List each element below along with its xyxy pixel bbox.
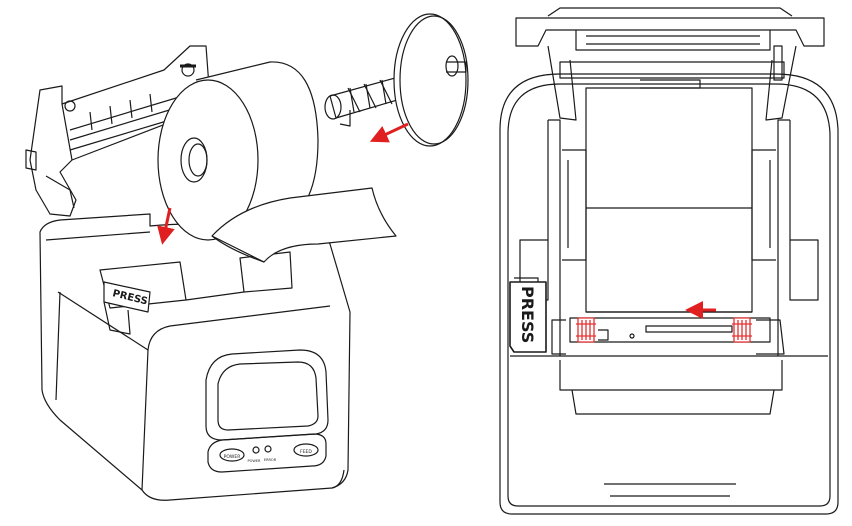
left-figure-isometric-printer: POWER FEED POWER ERROR PRESS (25, 13, 469, 501)
left-paper-guide[interactable] (576, 317, 596, 343)
printer-body (39, 213, 351, 501)
open-lid (515, 7, 825, 121)
platen-guide-bar (551, 317, 785, 355)
open-cover (25, 45, 211, 217)
paper-sheet (211, 187, 397, 263)
insert-direction-arrows (157, 122, 409, 245)
right-paper-guide[interactable] (732, 317, 752, 343)
error-led (264, 445, 272, 453)
paper-width-guides[interactable] (576, 317, 752, 343)
press-label-top: PRESS (518, 286, 537, 343)
paper-roll (157, 61, 319, 241)
press-lever[interactable]: PRESS (103, 281, 151, 335)
spindle-insert-arrow (369, 122, 409, 143)
right-figure-top-view-printer: PRESS (499, 7, 839, 515)
press-lever-top[interactable]: PRESS (509, 277, 547, 353)
outer-housing (499, 73, 839, 515)
power-led (252, 446, 260, 454)
feed-button[interactable] (293, 443, 319, 457)
power-button[interactable] (219, 448, 245, 462)
front-window (205, 349, 329, 441)
roll-drop-arrow (157, 207, 175, 245)
power-led-label: POWER (248, 459, 262, 463)
power-button-label: POWER (224, 454, 241, 460)
spindle-flange (393, 13, 469, 147)
feed-button-label: FEED (300, 449, 312, 455)
control-panel: POWER FEED POWER ERROR (207, 433, 327, 473)
error-led-label: ERROR (264, 458, 277, 462)
